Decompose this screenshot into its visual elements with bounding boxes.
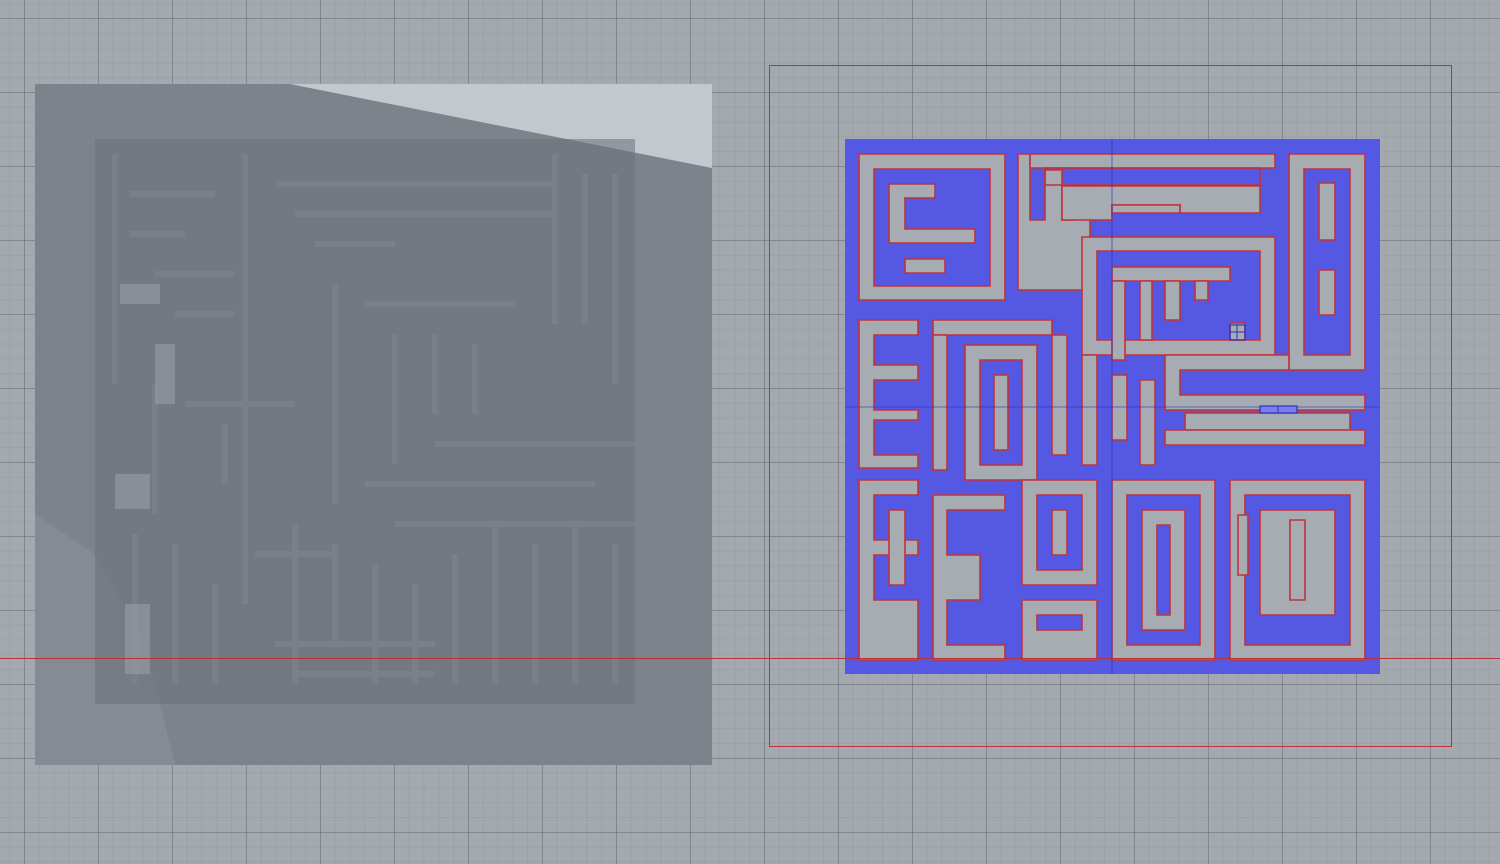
reference-image <box>35 84 712 765</box>
maze-channels[interactable] <box>858 153 1366 661</box>
slot-marker[interactable] <box>1259 405 1298 414</box>
selection-bounding-box[interactable] <box>769 65 1452 747</box>
selection-marker[interactable] <box>1229 324 1246 341</box>
horizontal-guide-line <box>0 658 1500 659</box>
